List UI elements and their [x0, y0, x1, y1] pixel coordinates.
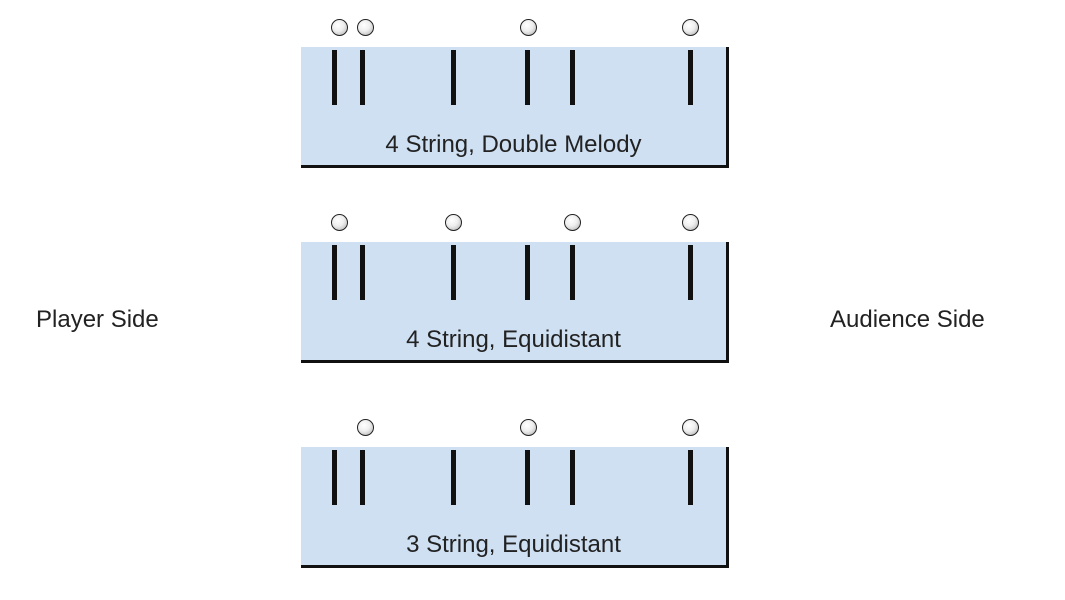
string-bar	[451, 450, 456, 505]
audience-side-label: Audience Side	[830, 306, 985, 333]
string-bar	[570, 450, 575, 505]
string-bar	[332, 245, 337, 300]
string-bar	[688, 50, 693, 105]
panel-label: 3 String, Equidistant	[406, 531, 621, 558]
bead-icon	[564, 214, 581, 231]
bead-icon	[682, 419, 699, 436]
panel-3-string-equidistant: 3 String, Equidistant	[301, 419, 729, 568]
string-bar	[360, 245, 365, 300]
bead-icon	[445, 214, 462, 231]
bead-icon	[520, 19, 537, 36]
string-bar	[570, 245, 575, 300]
bead-icon	[331, 214, 348, 231]
bead-icon	[331, 19, 348, 36]
panel-label: 4 String, Equidistant	[406, 326, 621, 353]
panel-double-melody: 4 String, Double Melody	[301, 19, 729, 168]
bead-icon	[682, 214, 699, 231]
string-bar	[525, 245, 530, 300]
string-bar	[688, 245, 693, 300]
panel-label: 4 String, Double Melody	[385, 131, 642, 158]
panel-4-string-equidistant: 4 String, Equidistant	[301, 214, 729, 363]
player-side-label: Player Side	[36, 306, 159, 333]
bead-icon	[520, 419, 537, 436]
string-bar	[332, 450, 337, 505]
string-bar	[525, 50, 530, 105]
bead-icon	[357, 419, 374, 436]
string-bar	[360, 450, 365, 505]
string-bar	[332, 50, 337, 105]
string-bar	[360, 50, 365, 105]
string-bar	[525, 450, 530, 505]
string-bar	[451, 245, 456, 300]
string-bar	[451, 50, 456, 105]
bead-icon	[682, 19, 699, 36]
string-bar	[688, 450, 693, 505]
string-bar	[570, 50, 575, 105]
bead-icon	[357, 19, 374, 36]
